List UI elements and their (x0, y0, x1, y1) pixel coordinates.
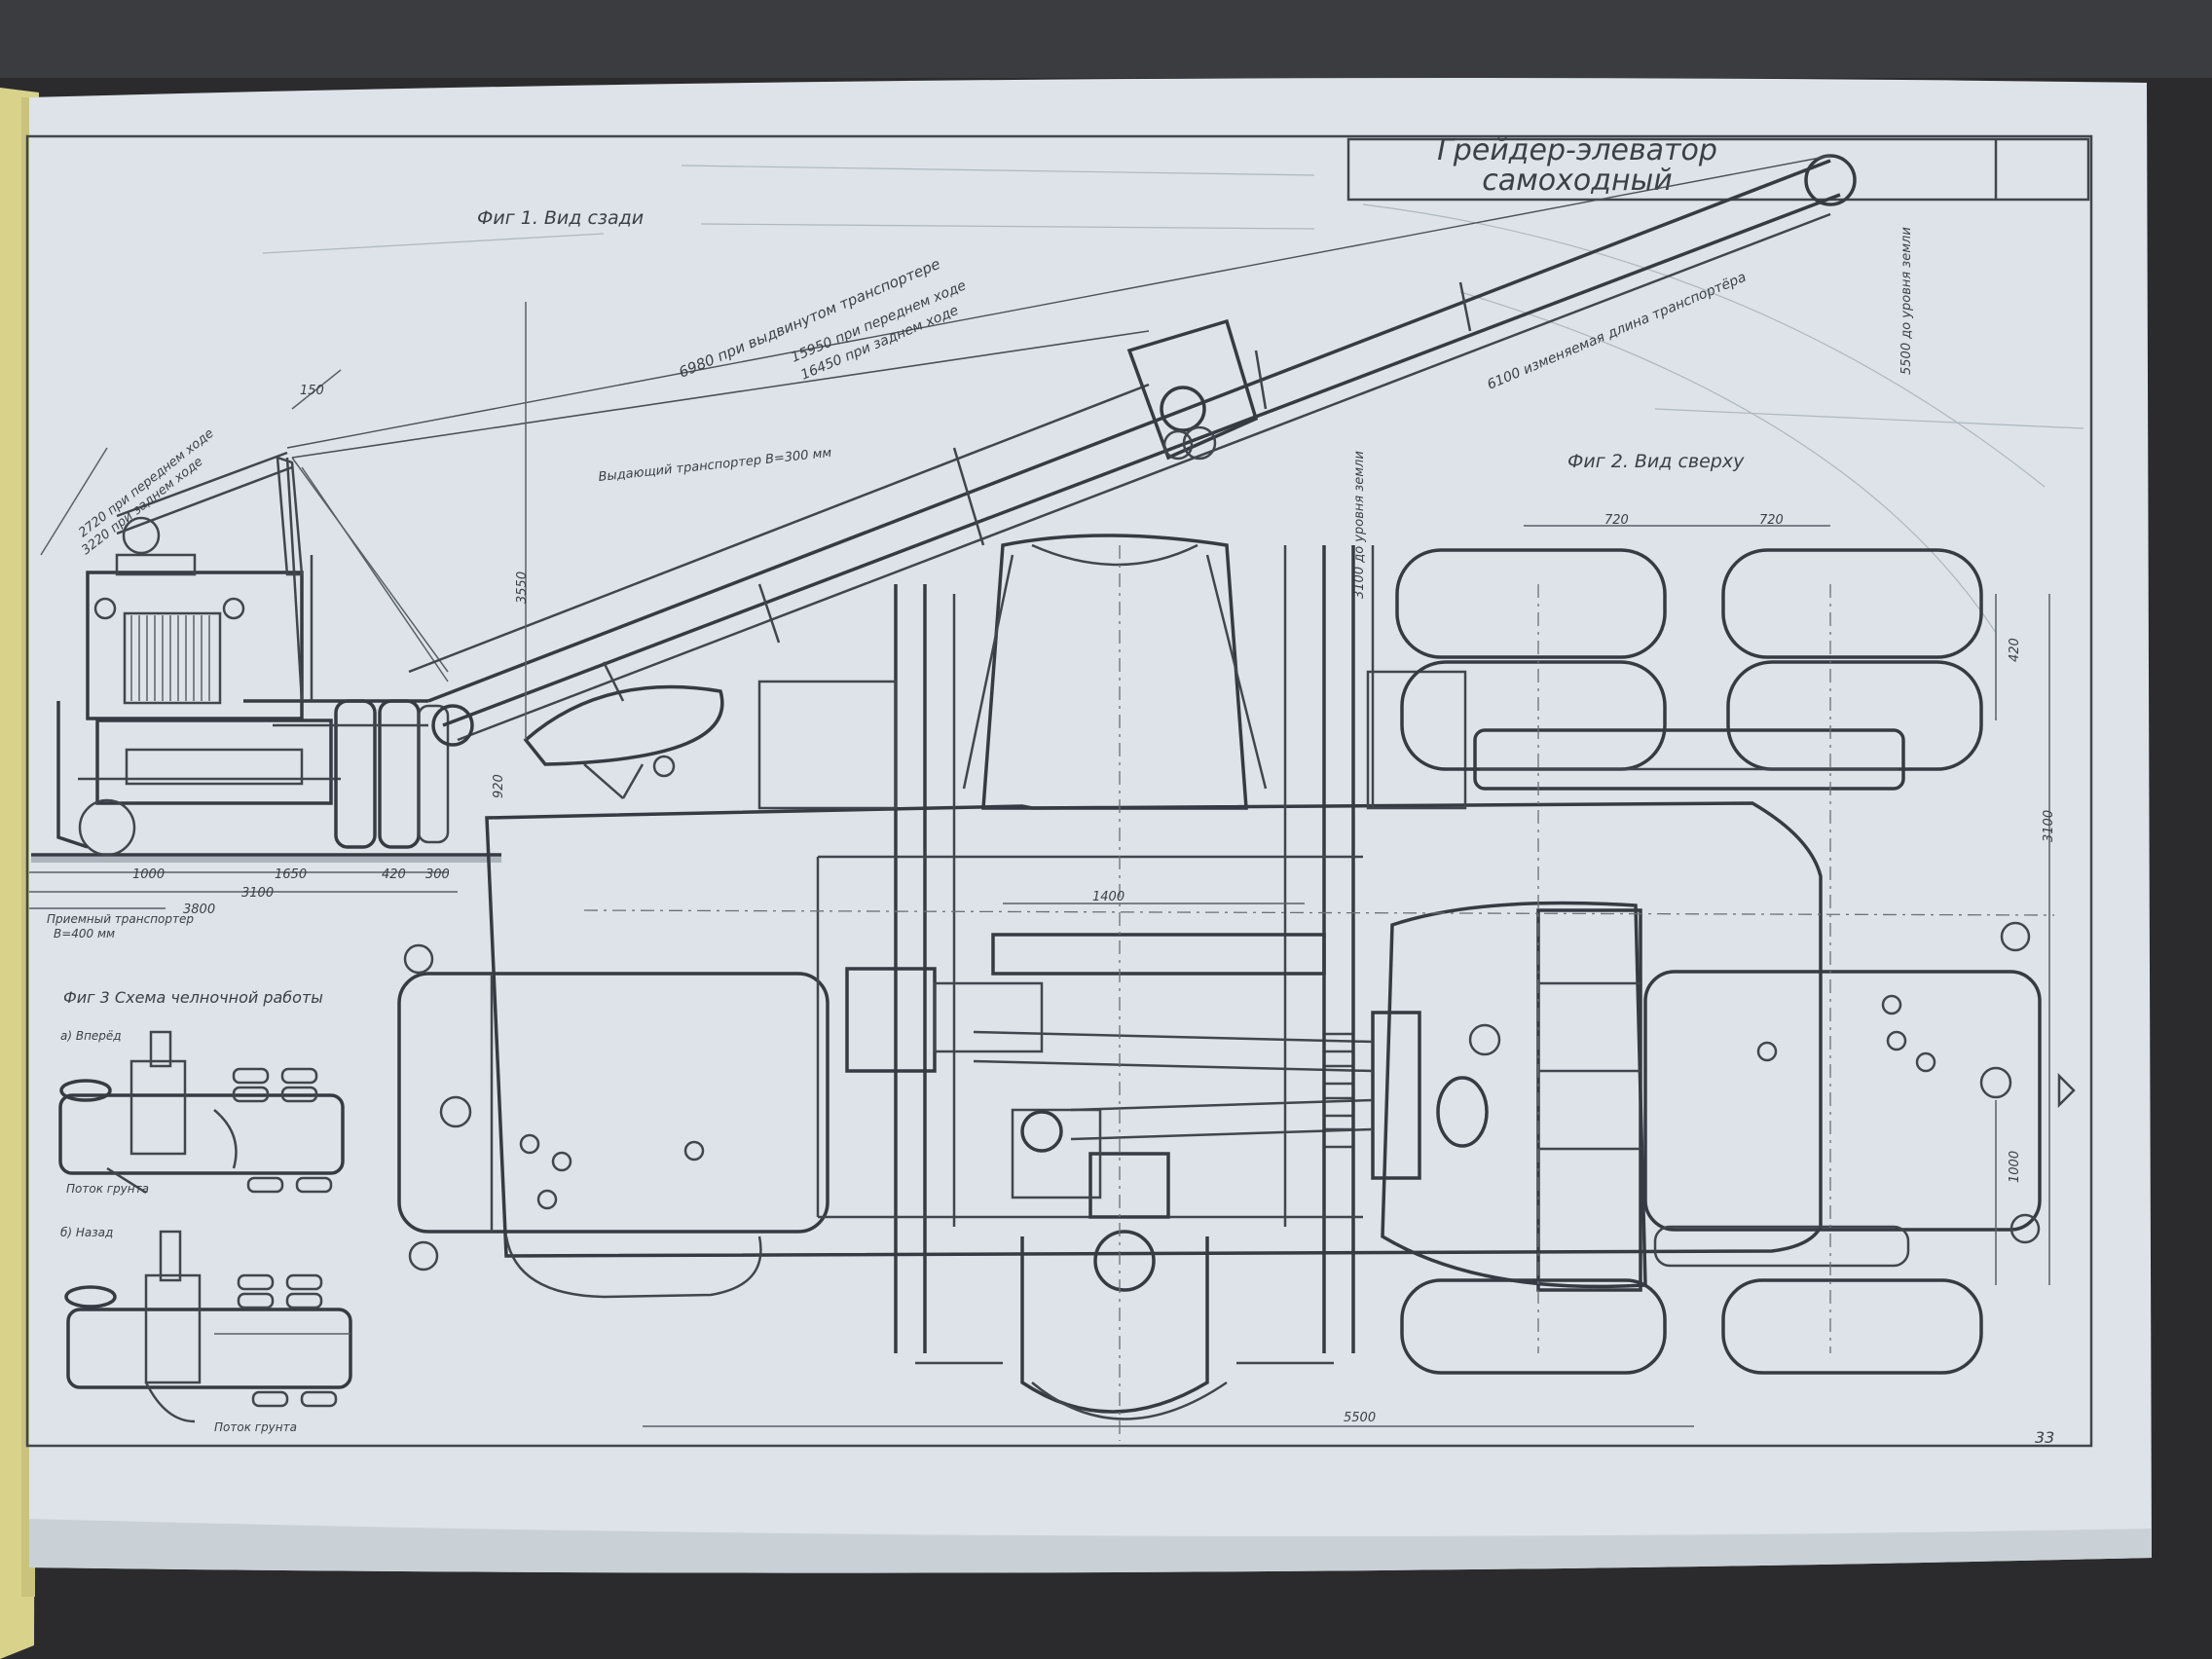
dim-3100: 3100 (241, 886, 274, 901)
dim-420: 420 (382, 867, 406, 882)
paper-sheet (29, 78, 2152, 1573)
label-intake-conveyor-2: B=400 мм (54, 927, 115, 940)
soil-flow-label-2: Поток грунта (214, 1420, 297, 1434)
dim-720-b: 720 (1759, 513, 1784, 528)
fig2-title: Фиг 2. Вид сверху (1567, 451, 1745, 472)
label-to-ground-5500: 5500 до уровня земли (1899, 227, 1914, 375)
fig3-title: Фиг 3 Схема челночной работы (63, 988, 323, 1007)
dim-150: 150 (300, 384, 324, 398)
dim-420-v: 420 (2008, 638, 2022, 662)
soil-flow-label-1: Поток грунта (66, 1182, 149, 1196)
label-to-ground-3100: 3100 до уровня земли (1352, 451, 1367, 599)
dim-3550: 3550 (515, 571, 530, 604)
dim-920: 920 (492, 774, 506, 798)
title-line-2: самоходный (1482, 164, 1673, 198)
dim-720-a: 720 (1604, 513, 1629, 528)
page-number: 33 (2035, 1428, 2054, 1447)
dim-1650: 1650 (275, 867, 307, 882)
dim-3800: 3800 (183, 903, 215, 917)
title-line-1: Грейдер-элеватор (1437, 133, 1717, 167)
dim-300: 300 (425, 867, 450, 882)
fig1-title: Фиг 1. Вид сзади (477, 207, 644, 229)
drawing-frame (25, 134, 2093, 1448)
dim-1000: 1000 (132, 867, 165, 882)
dim-5500: 5500 (1344, 1411, 1376, 1425)
dim-1400: 1400 (1092, 890, 1124, 904)
background-top (0, 0, 2212, 78)
fig2-top-view: Фиг 2. Вид сверху (397, 451, 2076, 1441)
fig3-label-b: б) Назад (60, 1226, 113, 1239)
label-intake-conveyor-1: Приемный транспортер (47, 912, 194, 926)
show-through-lines (262, 165, 2084, 634)
fig3-label-a: а) Вперёд (60, 1029, 122, 1043)
fig3-shuttle-scheme: Фиг 3 Схема челночной работы а) Вперёд б… (58, 988, 352, 1434)
dim-1000-v: 1000 (2008, 1151, 2022, 1183)
dim-3100-v: 3100 (2042, 810, 2056, 842)
